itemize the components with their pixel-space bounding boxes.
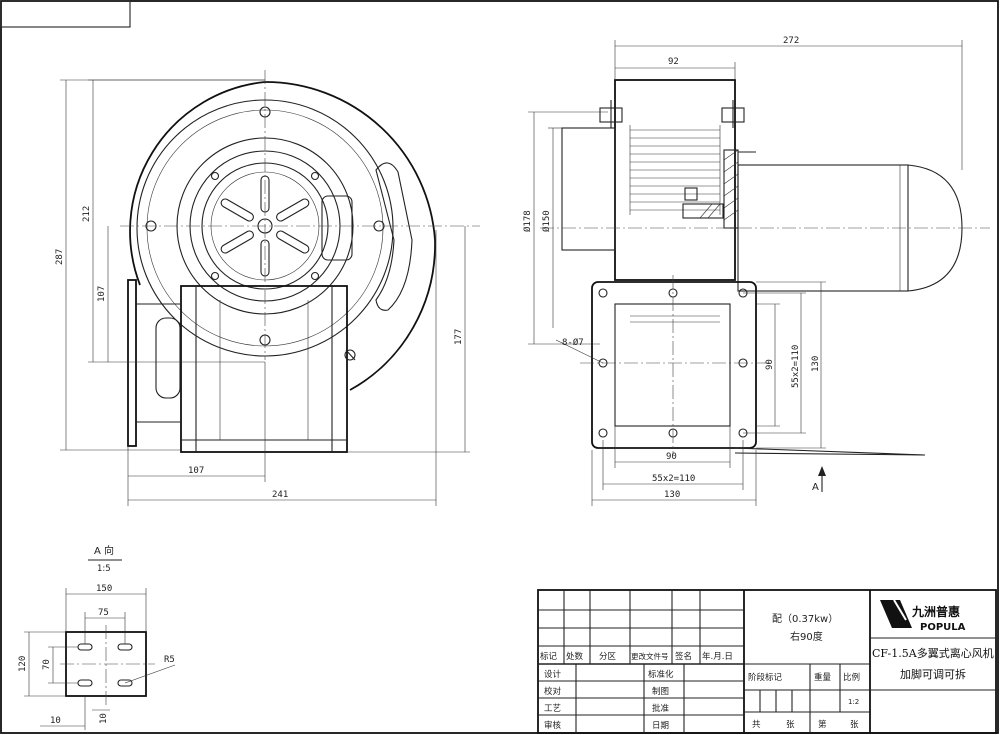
- scale-value: 1:2: [848, 698, 859, 706]
- sheet-unit-2: 张: [850, 720, 859, 730]
- rev-h-doc: 更改文件号: [631, 651, 669, 661]
- rev-h-zone: 分区: [599, 652, 617, 662]
- foot-dim-120: 120: [18, 656, 28, 672]
- a-view-label: A 向: [94, 544, 114, 557]
- dim-90-v: 90: [765, 359, 775, 370]
- hub-hatching: [723, 149, 739, 221]
- outlet-opening: [614, 303, 731, 427]
- sheet-of: 第: [818, 719, 827, 730]
- dim-90-h: 90: [666, 452, 677, 462]
- foot-dim-10-h: 10: [99, 713, 109, 724]
- front-view: 287 212 107 177 107 241: [55, 70, 480, 506]
- sheet-unit-1: 张: [786, 720, 795, 730]
- impeller-blades: [629, 125, 721, 215]
- a-arrow-label: A: [812, 482, 819, 493]
- volute-left: [129, 81, 266, 286]
- side-dimensions: [528, 40, 963, 506]
- dim-107-v: 107: [97, 286, 107, 302]
- dim-holes: 8-Ø7: [562, 337, 584, 348]
- outlet-body: [180, 285, 348, 453]
- logo-cn: 九洲普惠: [911, 604, 960, 619]
- side-housing: [614, 79, 736, 281]
- dim-55-v: 55x2=110: [791, 345, 801, 388]
- rev-h-date: 年.月.日: [702, 651, 733, 662]
- inlet-tube: [561, 127, 616, 251]
- volute-outer: [264, 81, 436, 391]
- mid-date: 日期: [652, 721, 669, 731]
- foot-dim-75: 75: [98, 608, 109, 618]
- outlet-flange: [127, 279, 137, 447]
- company-logo: 九洲普惠 POPULA: [880, 599, 966, 633]
- dim-107-h: 107: [188, 466, 204, 476]
- front-dimensions: [60, 79, 470, 506]
- dim-55-h: 55x2=110: [652, 474, 695, 484]
- side-view: 272 92 Ø178 Ø150 8-Ø7 90 55x2=110 130 90…: [522, 36, 990, 506]
- corner-box: [0, 0, 131, 28]
- rev-h-mark: 标记: [540, 651, 558, 662]
- rev-h-count: 处数: [566, 651, 584, 662]
- foot-dim-10-w: 10: [50, 716, 61, 726]
- dim-dia150: Ø150: [541, 210, 552, 232]
- row-process: 工艺: [544, 704, 561, 714]
- volute-slot: [375, 162, 413, 311]
- rotation-note: 右90度: [790, 630, 823, 643]
- row-review: 审核: [544, 720, 562, 731]
- dim-130-v: 130: [811, 356, 821, 372]
- foot-dim-r5: R5: [164, 655, 175, 665]
- terminal-box: [321, 195, 353, 261]
- dim-212: 212: [82, 206, 92, 222]
- title-block: 标记 处数 分区 更改文件号 签名 年.月.日 设计 校对 工艺 审核 标准化 …: [537, 589, 997, 734]
- foot-dim-70: 70: [42, 659, 52, 670]
- dim-241: 241: [272, 490, 288, 500]
- dim-287: 287: [55, 249, 65, 265]
- mid-standard: 标准化: [648, 669, 674, 680]
- outlet-flange-face: [591, 281, 757, 449]
- product-name: CF-1.5A多翼式离心风机: [872, 646, 994, 660]
- handle: [155, 317, 181, 399]
- dim-272: 272: [783, 36, 799, 46]
- a-view: A 向 1:5 150 75 120 70 R5 10 10: [18, 544, 176, 730]
- mid-approve: 批准: [652, 703, 670, 714]
- foot-dim-150: 150: [96, 584, 112, 594]
- row-check: 校对: [544, 686, 562, 697]
- power-note: 配（0.37kw）: [772, 613, 838, 625]
- weight-header: 重量: [814, 672, 832, 683]
- sheet-total: 共: [752, 720, 761, 730]
- a-view-scale: 1:5: [97, 564, 111, 574]
- rev-h-sign: 签名: [675, 651, 692, 662]
- scale-header: 比例: [843, 672, 860, 683]
- dim-177: 177: [454, 329, 464, 345]
- dim-130-h: 130: [664, 490, 680, 500]
- logo-en: POPULA: [920, 622, 966, 633]
- stage-header: 阶段标记: [748, 672, 783, 683]
- dim-92: 92: [668, 57, 679, 67]
- mid-draw: 制图: [652, 686, 669, 697]
- product-sub: 加脚可调可拆: [900, 667, 966, 681]
- dim-dia178: Ø178: [522, 210, 533, 232]
- foot-slots: [77, 643, 133, 687]
- row-design: 设计: [544, 669, 562, 680]
